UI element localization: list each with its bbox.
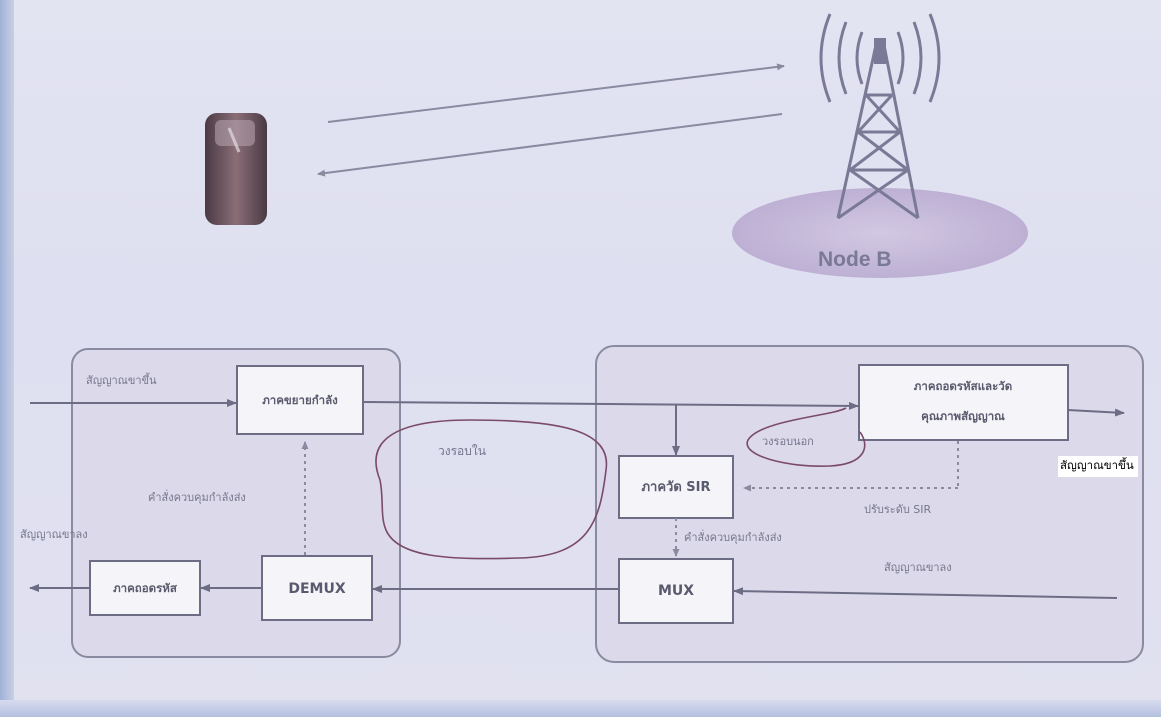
node-b-label: Node B: [818, 248, 892, 271]
mobile-phone-icon: [205, 113, 267, 225]
decoder-label: ภาคถอดรหัส: [113, 581, 178, 595]
mux-label: MUX: [658, 583, 694, 599]
mux-block: [618, 558, 734, 624]
decode-measure-block: [858, 364, 1069, 441]
downlink-radio-arrow: [317, 113, 783, 177]
decode-measure-line1: ภาคถอดรหัสและวัด: [914, 379, 1012, 393]
demux-block: [261, 555, 373, 621]
outer-loop-outline: [746, 407, 866, 468]
uplink-input-label: สัญญาณขาขึ้น: [86, 372, 157, 387]
power-amp-block: [236, 365, 364, 435]
window-frame-bottom: [0, 700, 1161, 717]
decode-measure-line2: คุณภาพสัญญาณ: [921, 409, 1005, 424]
sir-adjust-label: ปรับระดับ SIR: [864, 503, 932, 516]
uplink-radio-arrow: [327, 63, 785, 123]
decoder-block: [89, 560, 201, 616]
uplink-output-label: สัญญาณขาขึ้น: [1058, 456, 1138, 477]
node-b-tower-icon: [732, 13, 1028, 278]
demux-label: DEMUX: [288, 581, 345, 597]
mobile-power-command-label: คำสั่งควบคุมกำลังส่ง: [148, 489, 246, 504]
inner-loop-outline: [375, 419, 608, 560]
downlink-input-arrow: [733, 587, 1118, 599]
inner-loop-label: วงรอบใน: [438, 444, 486, 458]
sir-block: [618, 455, 734, 519]
window-frame-left: [0, 0, 14, 717]
power-amp-label: ภาคขยายกำลัง: [262, 393, 338, 407]
uplink-transmission-arrow: [362, 401, 859, 410]
outer-loop-label: วงรอบนอก: [762, 435, 814, 448]
sir-block-label: ภาควัด SIR: [641, 480, 710, 495]
downlink-input-label: สัญญาณขาลง: [884, 561, 952, 574]
uplink-output-arrow: [1067, 408, 1125, 417]
downlink-output-label: สัญญาณขาลง: [20, 528, 88, 541]
nodeb-power-command-label: คำสั่งควบคุมกำลังส่ง: [684, 529, 782, 544]
